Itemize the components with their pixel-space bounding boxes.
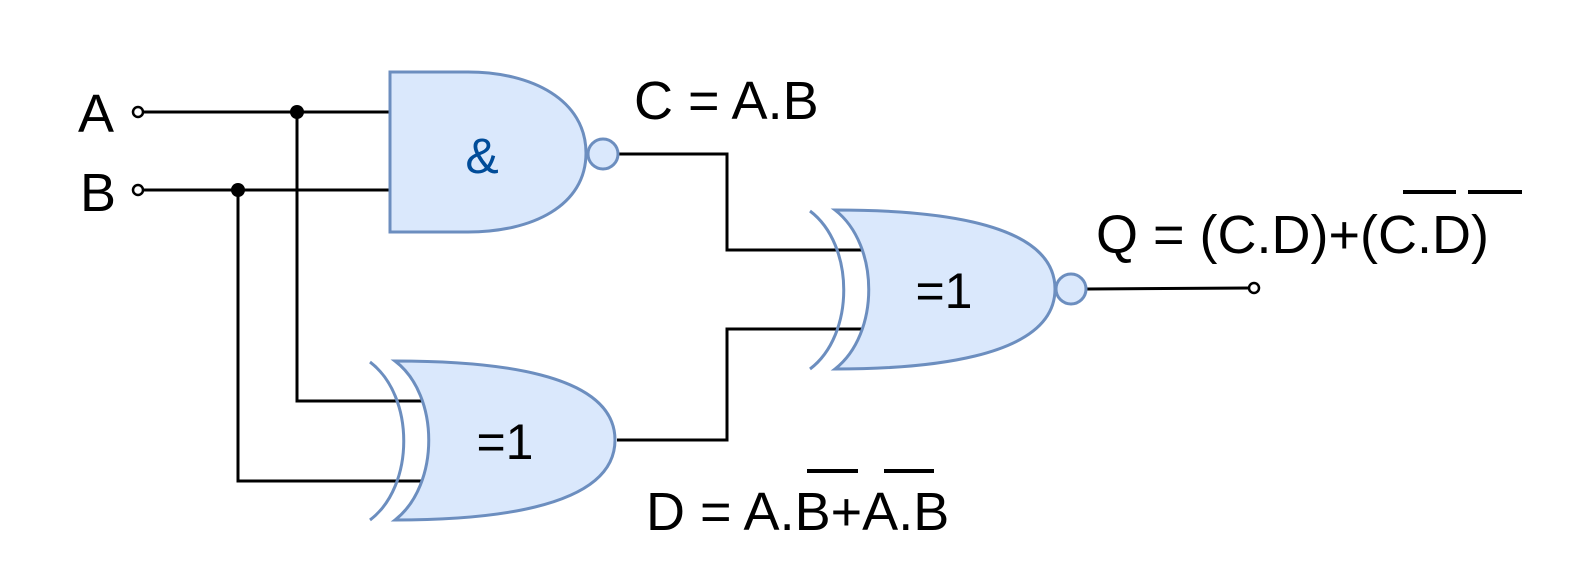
expression-d: D = A.B+A.B [646,469,949,542]
expression-q-d-bar: D [1432,205,1471,265]
expression-d-plus: + [831,482,863,542]
expression-q-suffix: ) [1471,205,1489,265]
xor-gate-body [390,359,617,522]
terminal-b [131,183,145,197]
junction-b [231,183,245,197]
expression-q-prefix: Q = (C.D)+( [1096,205,1378,265]
junction-a [290,105,304,119]
xnor-output-bubble [1054,272,1088,306]
expression-q-c-bar: C [1378,205,1417,265]
nand-gate-body [388,70,588,234]
svg-text:D = A.B+A.B: D = A.B+A.B [646,482,949,542]
expression-q-dot: . [1417,205,1432,265]
expression-c: C = A.B [634,71,819,131]
expression-d-b-bar: B [795,482,831,542]
wires [140,110,1251,483]
terminal-q [1247,281,1261,295]
xor-gate: =1 [369,359,617,522]
xnor-gate: =1 [809,208,1088,371]
wire-b-to-xor [236,190,436,483]
wire-a-to-xor [295,112,436,403]
expression-d-a-bar: A [862,482,898,542]
xor-gate-symbol: =1 [476,414,533,470]
svg-text:Q = (C.D)+(C.D): Q = (C.D)+(C.D) [1096,205,1489,265]
xnor-input-curve [809,209,846,371]
nand-gate: & [388,70,620,234]
input-label-b: B [80,163,116,223]
expression-d-prefix: D = A. [646,482,795,542]
wire-q-output [1086,286,1251,291]
xor-input-curve [369,360,406,522]
input-label-a: A [78,84,114,144]
nand-gate-symbol: & [465,128,498,184]
expression-d-suffix: .B [898,482,949,542]
wire-c-to-xnor [619,152,878,252]
xnor-gate-body [830,208,1057,371]
xnor-gate-symbol: =1 [915,263,972,319]
wire-d-to-xnor [617,327,878,442]
terminal-a [131,105,145,119]
nand-output-bubble [586,137,620,171]
expression-q: Q = (C.D)+(C.D) [1096,190,1522,265]
